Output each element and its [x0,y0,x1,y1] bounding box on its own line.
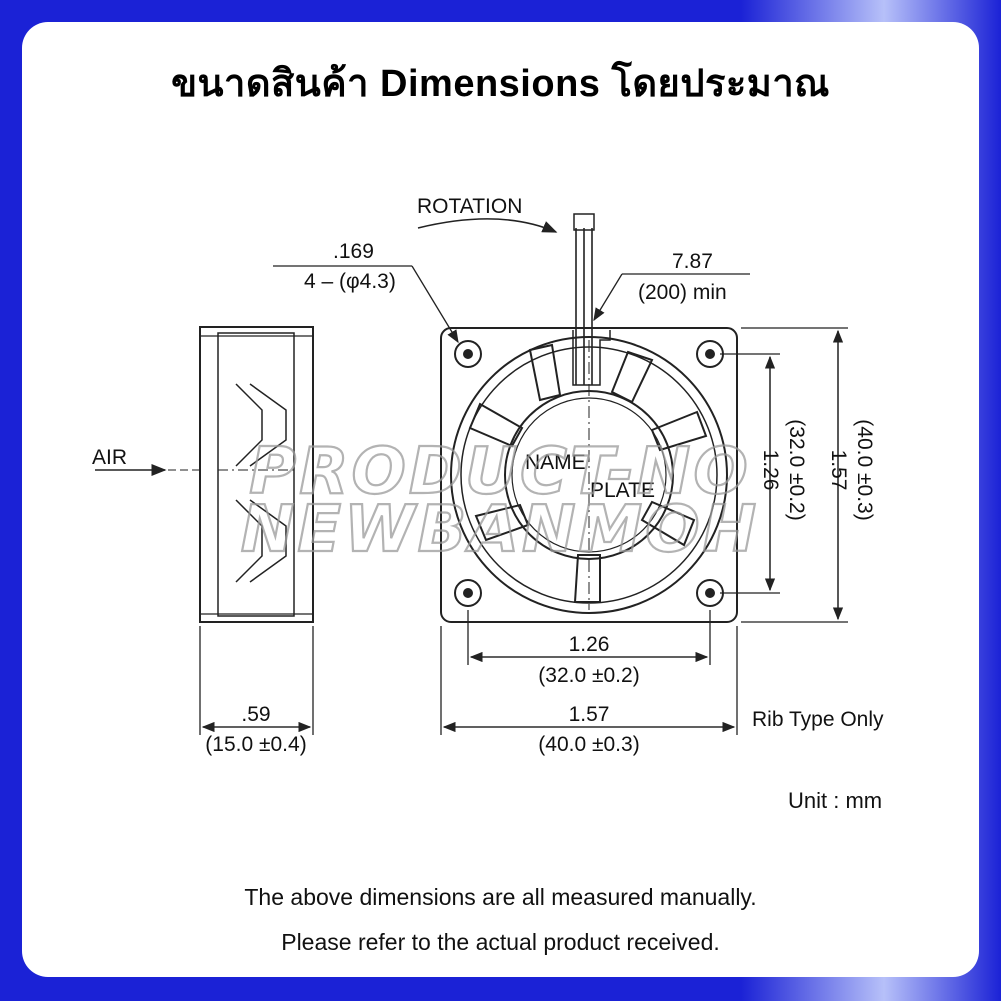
air-arrow: AIR [92,446,200,476]
page-title: ขนาดสินค้า Dimensions โดยประมาณ [171,63,830,105]
width-inner-inch-label: 1.26 [569,633,610,656]
fan-front-view [440,213,738,623]
note-measured-manually: The above dimensions are all measured ma… [244,884,757,910]
depth-mm-label: (15.0 ±0.4) [205,733,306,756]
width-outer-dimension [440,626,738,735]
rib-type-label: Rib Type Only [752,708,884,731]
height-outer-dimension [741,327,848,623]
fan-side-view [199,326,314,623]
wire-callout [593,273,750,322]
name-plate-plate: PLATE [590,479,655,502]
watermark-line2: NEWBANMOH [241,493,759,567]
height-inner-mm-label: (32.0 ±0.2) [785,419,808,520]
width-outer-inch-label: 1.57 [569,703,610,726]
content-panel: ขนาดสินค้า Dimensions โดยประมาณ Unit : m… [22,22,979,977]
height-inner-dimension [720,353,780,594]
hole-inch-label: .169 [333,240,374,263]
unit-label: Unit : mm [788,788,883,813]
watermark-line1: PRODUCT-NO [249,435,750,509]
hole-callout [273,265,459,344]
width-outer-mm-label: (40.0 ±0.3) [538,733,639,756]
rotation-label: ROTATION [417,195,522,218]
air-label: AIR [92,446,127,469]
wire-inch-label: 7.87 [672,250,713,273]
height-inner-inch-label: 1.26 [759,450,782,491]
hole-mm-label: 4 – (φ4.3) [304,270,396,293]
height-outer-inch-label: 1.57 [827,450,850,491]
width-inner-dimension [467,610,711,665]
width-inner-mm-label: (32.0 ±0.2) [538,664,639,687]
name-plate-name: NAME [525,451,586,474]
wire-mm-label: (200) min [638,281,727,304]
rotation-arrow [417,218,558,233]
note-refer-actual: Please refer to the actual product recei… [281,929,720,955]
depth-inch-label: .59 [241,703,270,726]
height-outer-mm-label: (40.0 ±0.3) [853,419,876,520]
depth-dimension [199,626,314,735]
